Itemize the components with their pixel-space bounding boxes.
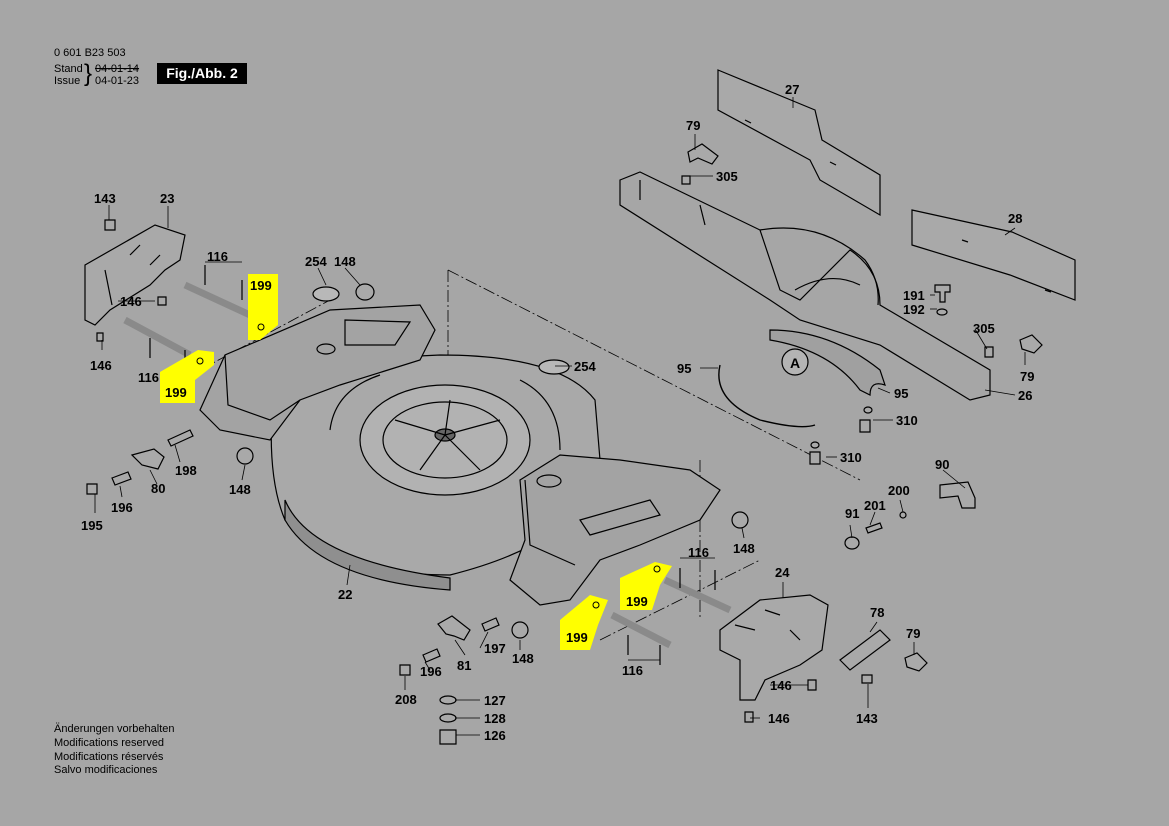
callout-310: 310 — [840, 450, 862, 465]
callout-126: 126 — [484, 728, 506, 743]
fence-carrier-26 — [619, 171, 991, 401]
callout-199: 199 — [165, 385, 187, 400]
callout-200: 200 — [888, 483, 910, 498]
figure-label: Fig./Abb. 2 — [157, 63, 247, 84]
small-parts — [86, 143, 1043, 745]
callout-146: 146 — [90, 358, 112, 373]
callout-labels: 27 79 305 28 143 23 116 199 254 148 146 … — [81, 82, 1034, 743]
callout-79: 79 — [1020, 369, 1034, 384]
bracket-24 — [719, 594, 829, 701]
stand-date: 04-01-14 — [95, 63, 140, 75]
callout-143: 143 — [94, 191, 116, 206]
callout-23: 23 — [160, 191, 174, 206]
callout-305: 305 — [716, 169, 738, 184]
callout-148: 148 — [334, 254, 356, 269]
bracket-23 — [84, 224, 186, 326]
callout-116: 116 — [138, 370, 159, 385]
callout-90: 90 — [935, 457, 949, 472]
callout-22: 22 — [338, 587, 352, 602]
fence-28 — [911, 209, 1076, 301]
stand-label: Stand — [54, 63, 83, 75]
note-es: Salvo modificaciones — [54, 764, 158, 777]
line-art — [84, 69, 1076, 745]
leader-lines — [94, 97, 1026, 736]
callout-199: 199 — [250, 278, 272, 293]
detail-marker-circle — [781, 348, 809, 376]
highlight-pad — [248, 274, 278, 340]
callout-195: 195 — [81, 518, 103, 533]
callout-116: 116 — [207, 249, 228, 264]
callout-95: 95 — [894, 386, 908, 401]
brace-icon: } — [84, 60, 93, 87]
detail-marker-label: A — [790, 355, 800, 371]
callout-310: 310 — [896, 413, 918, 428]
callout-127: 127 — [484, 693, 506, 708]
callout-81: 81 — [457, 658, 471, 673]
highlight-pad — [560, 595, 608, 650]
callout-27: 27 — [785, 82, 799, 97]
issue-date: 04-01-23 — [95, 75, 140, 87]
scale-arc-95 — [718, 364, 816, 428]
note-fr: Modifications réservés — [54, 750, 164, 763]
rotating-table — [270, 354, 601, 591]
circlip-icons — [196, 323, 661, 609]
callout-128: 128 — [484, 711, 506, 726]
note-de: Änderungen vorbehalten — [54, 723, 175, 735]
callout-254: 254 — [574, 359, 596, 374]
callout-199: 199 — [566, 630, 588, 645]
issue-label: Issue — [54, 75, 81, 87]
callout-201: 201 — [864, 498, 886, 513]
callout-208: 208 — [395, 692, 417, 707]
modification-notes: Änderungen vorbehalten Modifications res… — [54, 723, 174, 778]
callout-148: 148 — [733, 541, 755, 556]
callout-78: 78 — [870, 605, 884, 620]
callout-305: 305 — [973, 321, 995, 336]
callout-199: 199 — [626, 594, 648, 609]
callout-146: 146 — [120, 294, 142, 309]
highlight-pad — [160, 350, 214, 403]
highlights-199 — [160, 274, 672, 650]
callout-146: 146 — [768, 711, 790, 726]
scale-plate-95 — [769, 329, 886, 396]
callout-79: 79 — [686, 118, 700, 133]
callout-196: 196 — [420, 664, 442, 679]
note-en: Modifications reserved — [54, 736, 165, 749]
callout-148: 148 — [229, 482, 251, 497]
fence-27 — [717, 69, 881, 217]
callout-191: 191 — [903, 288, 925, 303]
callout-196: 196 — [111, 500, 133, 515]
callout-254: 254 — [305, 254, 327, 269]
callout-26: 26 — [1018, 388, 1032, 403]
callout-79: 79 — [906, 626, 920, 641]
callout-91: 91 — [845, 506, 859, 521]
callout-197: 197 — [484, 641, 506, 656]
callout-146: 146 — [770, 678, 792, 693]
callout-198: 198 — [175, 463, 197, 478]
callout-28: 28 — [1008, 211, 1022, 226]
callout-80: 80 — [151, 481, 165, 496]
callout-116: 116 — [622, 663, 643, 678]
callout-24: 24 — [775, 565, 790, 580]
callout-143: 143 — [856, 711, 878, 726]
base-right — [509, 454, 721, 606]
highlight-pad — [620, 562, 672, 610]
callout-95: 95 — [677, 361, 691, 376]
doc-number: 0 601 B23 503 — [54, 47, 126, 59]
callout-192: 192 — [903, 302, 925, 317]
callout-116: 116 — [688, 545, 709, 560]
callout-148: 148 — [512, 651, 534, 666]
base-left — [199, 286, 436, 441]
